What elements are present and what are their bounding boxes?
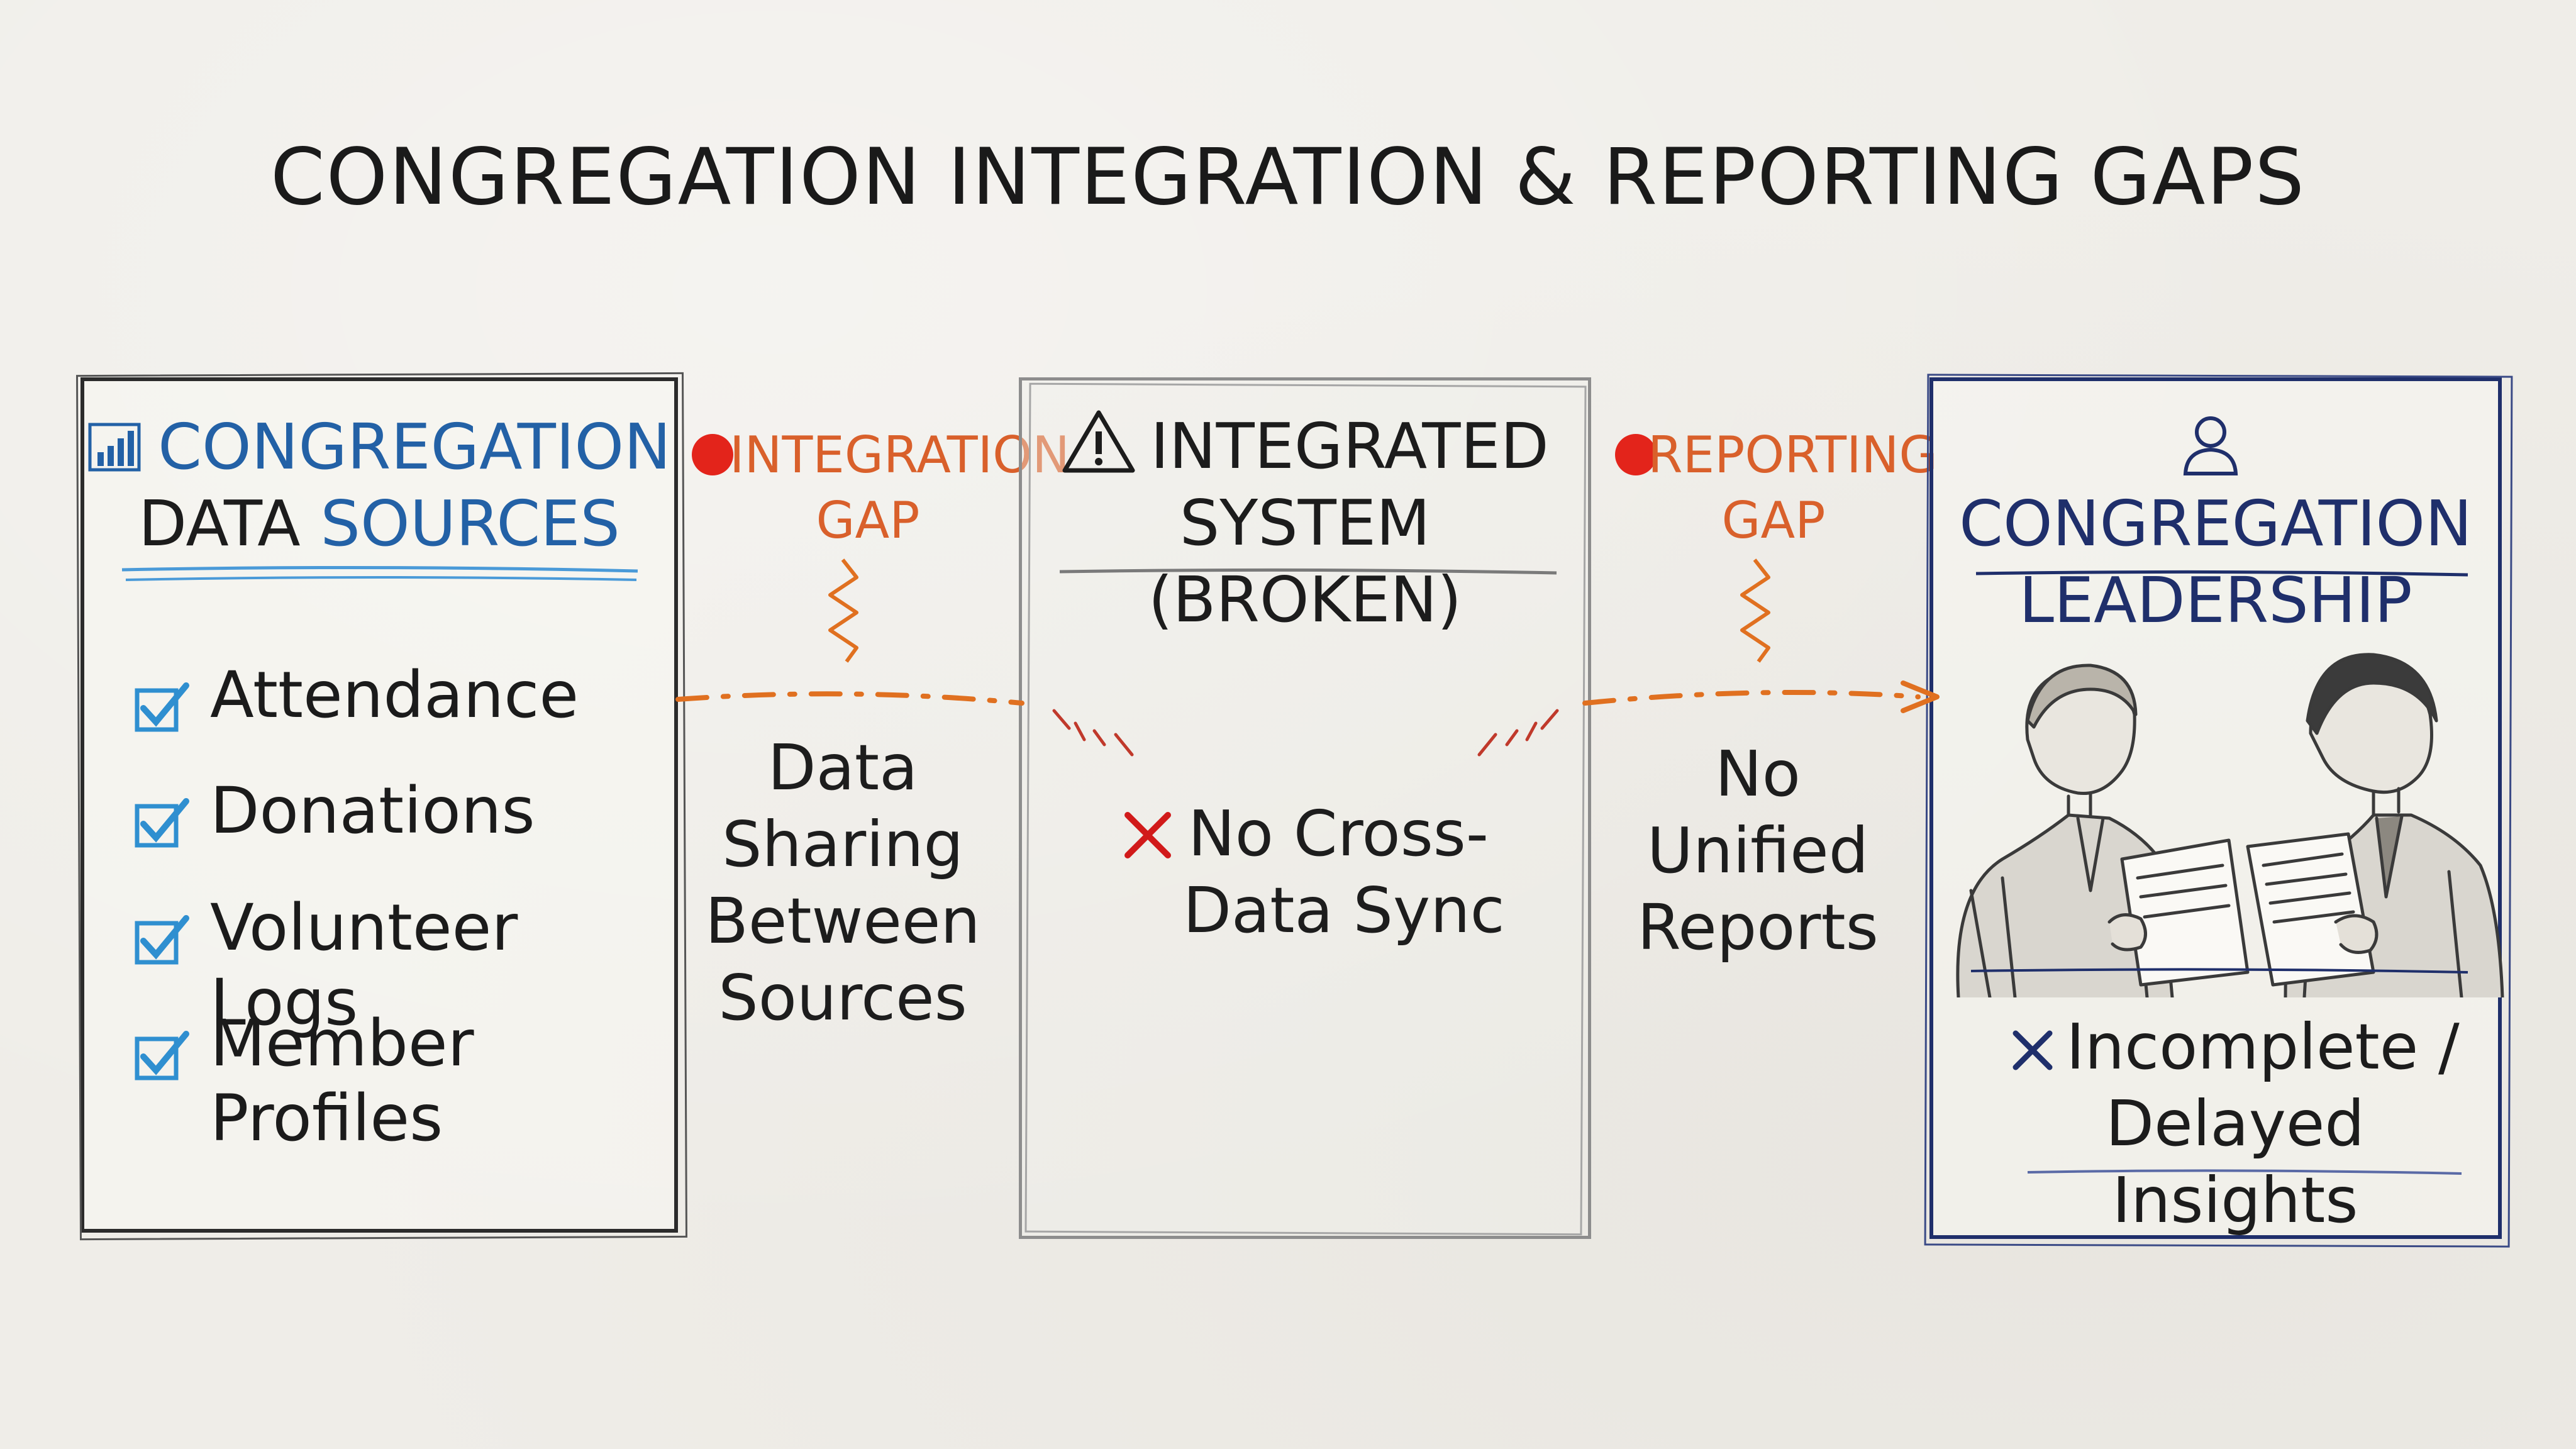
reporting-gap-label: REPORTING GAP: [1648, 423, 1938, 553]
no-sync-issue: No Cross- Data Sync: [1123, 796, 1550, 949]
leadership-divider: [1970, 968, 2468, 1175]
leadership-heading-line2: LEADERSHIP: [2019, 564, 2412, 637]
delayed-insights-line2: Delayed Insights: [2106, 1087, 2365, 1237]
checkbox-icon: [135, 1030, 189, 1080]
no-sync-issue-line2: Data Sync: [1183, 874, 1505, 947]
no-sync-issue-line1: No Cross-: [1188, 797, 1489, 870]
integrated-system-heading-line1: INTEGRATED: [1150, 409, 1549, 483]
integration-gap-label-line1: INTEGRATION: [730, 426, 1070, 484]
reporting-gap-label-line2: GAP: [1721, 491, 1826, 550]
checkbox-icon: [135, 914, 189, 965]
data-sources-heading-word-data: DATA: [138, 487, 301, 560]
reporting-dashed-arrow: [1582, 689, 1921, 706]
reporting-gap-note-line: No: [1715, 737, 1801, 811]
integration-gap-note-line: Sources: [718, 961, 967, 1035]
checkbox-icon: [135, 682, 189, 732]
diagram-title: CONGREGATION INTEGRATION & REPORTING GAP…: [270, 132, 2306, 223]
person-icon: [2179, 411, 2242, 476]
data-sources-heading-word-sources: SOURCES: [320, 487, 620, 560]
broken-link-sparks-left: [1052, 709, 1134, 757]
leadership-heading-line1: CONGREGATION: [1959, 487, 2472, 560]
integration-gap-note-line: Between: [705, 884, 980, 958]
broken-link-sparks-right: [1477, 709, 1559, 757]
integration-gap-label-line2: GAP: [816, 491, 920, 550]
integration-gap-label: INTEGRATION GAP: [730, 423, 1070, 553]
reporting-gap-note-line: Unified: [1646, 814, 1869, 887]
source-item-attendance: Attendance: [210, 658, 579, 733]
integrated-system-underline: [1059, 568, 1557, 575]
reporting-gap-note-line: Reports: [1637, 891, 1879, 964]
reporting-arrowhead: [1901, 680, 1940, 713]
reporting-zigzag: [1740, 558, 1770, 663]
integration-zigzag: [828, 558, 858, 663]
x-mark-icon: [2011, 1013, 2055, 1070]
integrated-system-heading-line2: SYSTEM (BROKEN): [1148, 486, 1462, 636]
checkbox-icon: [135, 797, 189, 848]
source-item-member-profiles: Member Profiles: [210, 1006, 474, 1156]
leadership-underline: [1975, 570, 2468, 577]
x-mark-icon: [1123, 801, 1173, 858]
reporting-gap-label-line1: REPORTING: [1648, 426, 1938, 484]
data-sources-heading: CONGREGATION DATA SOURCES: [84, 409, 674, 562]
data-sources-panel: CONGREGATION DATA SOURCES Attendance Don…: [80, 377, 678, 1233]
source-item-donations: Donations: [210, 774, 535, 848]
warning-triangle-icon: [1061, 409, 1136, 474]
integrated-system-panel: INTEGRATED SYSTEM (BROKEN) No Cross- Dat…: [1019, 377, 1591, 1239]
integration-gap-note: Data Sharing Between Sources: [704, 730, 981, 1036]
integration-gap-note-line: Data: [767, 731, 918, 804]
data-sources-underline: [121, 565, 638, 581]
data-sources-heading-line1: CONGREGATION: [158, 410, 671, 484]
integration-gap-note-line: Sharing: [722, 808, 963, 881]
source-item-volunteer-logs: Volunteer Logs: [210, 891, 518, 1040]
integrated-system-heading: INTEGRATED SYSTEM (BROKEN): [1022, 408, 1588, 638]
integration-dashed-arrow: [675, 691, 1024, 706]
leadership-heading: CONGREGATION LEADERSHIP: [1933, 409, 2498, 639]
delayed-insights-issue: Incomplete / Delayed Insights: [1984, 1009, 2487, 1239]
reporting-gap-note: No Unified Reports: [1623, 736, 1893, 966]
bar-chart-icon: [87, 413, 142, 472]
leaders-reviewing-reports-illustration: [1956, 653, 2504, 997]
reporting-gap-dot: [1615, 434, 1657, 475]
integration-gap-dot: [692, 434, 733, 475]
leadership-panel: CONGREGATION LEADERSHIP: [1929, 377, 2504, 1239]
delayed-insights-line1: Incomplete /: [2066, 1010, 2460, 1084]
